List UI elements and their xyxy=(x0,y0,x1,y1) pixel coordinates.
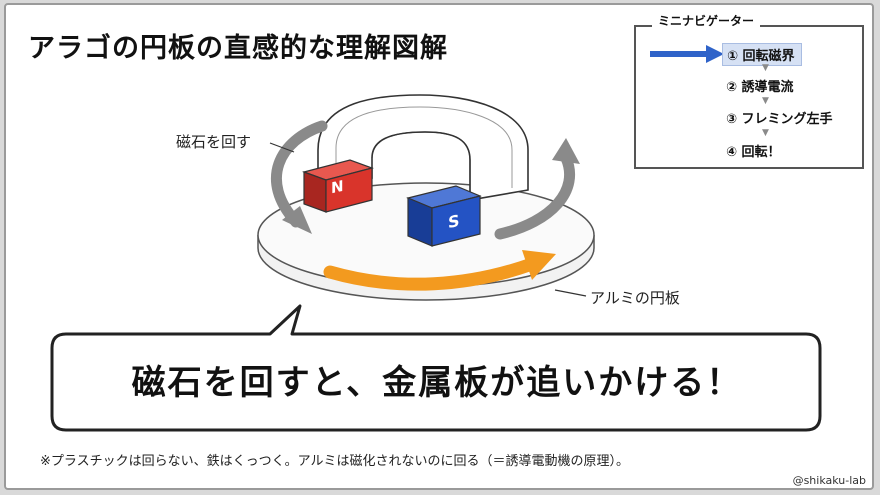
nav-pointer-arrow-icon xyxy=(650,45,724,63)
page-title: アラゴの円板の直感的な理解図解 xyxy=(28,33,448,64)
mini-nav-item-1[interactable]: ① 回転磁界 xyxy=(722,43,802,66)
leader-line xyxy=(269,142,295,153)
footnote: ※プラスチックは回らない、鉄はくっつく。アルミは磁化されないのに回る（＝誘導電動… xyxy=(40,454,630,469)
speech-bubble xyxy=(50,304,822,432)
disk-rotation-arrow xyxy=(323,250,556,291)
leader-line xyxy=(554,289,587,297)
bubble-message: 磁石を回すと、金属板が追いかける！ xyxy=(131,363,743,403)
mini-nav-item-2[interactable]: ② 誘導電流 xyxy=(726,80,794,95)
magnet-rotation-arrows xyxy=(271,120,580,240)
down-arrow-icon: ▼ xyxy=(762,63,769,73)
rotate-magnet-label: 磁石を回す xyxy=(176,133,252,151)
n-pole-block xyxy=(301,159,375,213)
s-pole-label: S xyxy=(448,210,460,233)
credit-handle: @shikaku-lab xyxy=(792,474,866,487)
n-pole-label: N xyxy=(331,176,344,198)
mini-nav-item-3[interactable]: ③ フレミング左手 xyxy=(726,112,833,127)
mini-nav-item-4[interactable]: ④ 回転！ xyxy=(726,145,781,160)
down-arrow-icon: ▼ xyxy=(762,128,769,138)
down-arrow-icon: ▼ xyxy=(762,96,769,106)
mini-navigator-heading: ミニナビゲーター xyxy=(652,12,761,29)
aluminum-disk-label: アルミの円板 xyxy=(590,289,680,307)
s-pole-block xyxy=(406,185,482,247)
